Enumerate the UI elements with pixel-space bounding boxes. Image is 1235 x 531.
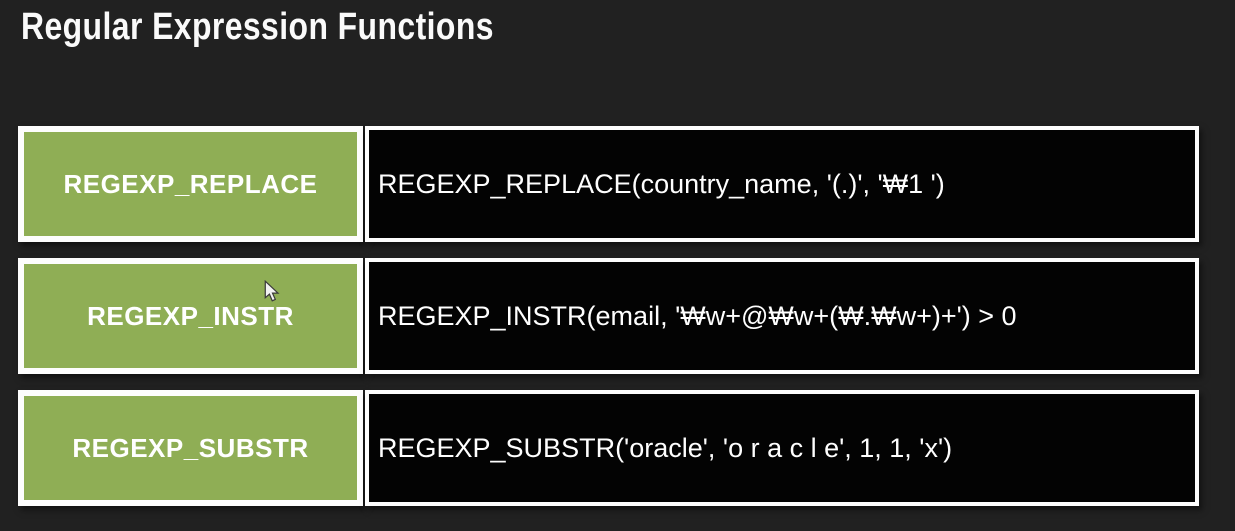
function-name-label: REGEXP_SUBSTR bbox=[72, 432, 309, 463]
function-name-label: REGEXP_REPLACE bbox=[63, 168, 318, 199]
function-example-text: REGEXP_INSTR(email, '₩w+@₩w+(₩.₩w+)+') >… bbox=[378, 300, 1017, 331]
page-title: Regular Expression Functions bbox=[21, 6, 494, 48]
table-row: REGEXP_INSTR REGEXP_INSTR(email, '₩w+@₩w… bbox=[18, 258, 1199, 374]
function-table: REGEXP_REPLACE REGEXP_REPLACE(country_na… bbox=[18, 126, 1199, 506]
table-row: REGEXP_REPLACE REGEXP_REPLACE(country_na… bbox=[18, 126, 1199, 242]
function-example-text: REGEXP_REPLACE(country_name, '(.)', '₩1 … bbox=[378, 168, 945, 199]
function-name-cell-regexp-substr: REGEXP_SUBSTR bbox=[18, 390, 363, 506]
function-name-cell-regexp-instr: REGEXP_INSTR bbox=[18, 258, 363, 374]
function-example-text: REGEXP_SUBSTR('oracle', 'o r a c l e', 1… bbox=[378, 432, 953, 463]
table-row: REGEXP_SUBSTR REGEXP_SUBSTR('oracle', 'o… bbox=[18, 390, 1199, 506]
function-name-cell-regexp-replace: REGEXP_REPLACE bbox=[18, 126, 363, 242]
function-name-label: REGEXP_INSTR bbox=[87, 300, 294, 331]
function-example-cell: REGEXP_REPLACE(country_name, '(.)', '₩1 … bbox=[365, 126, 1199, 242]
function-example-cell: REGEXP_SUBSTR('oracle', 'o r a c l e', 1… bbox=[365, 390, 1199, 506]
function-example-cell: REGEXP_INSTR(email, '₩w+@₩w+(₩.₩w+)+') >… bbox=[365, 258, 1199, 374]
